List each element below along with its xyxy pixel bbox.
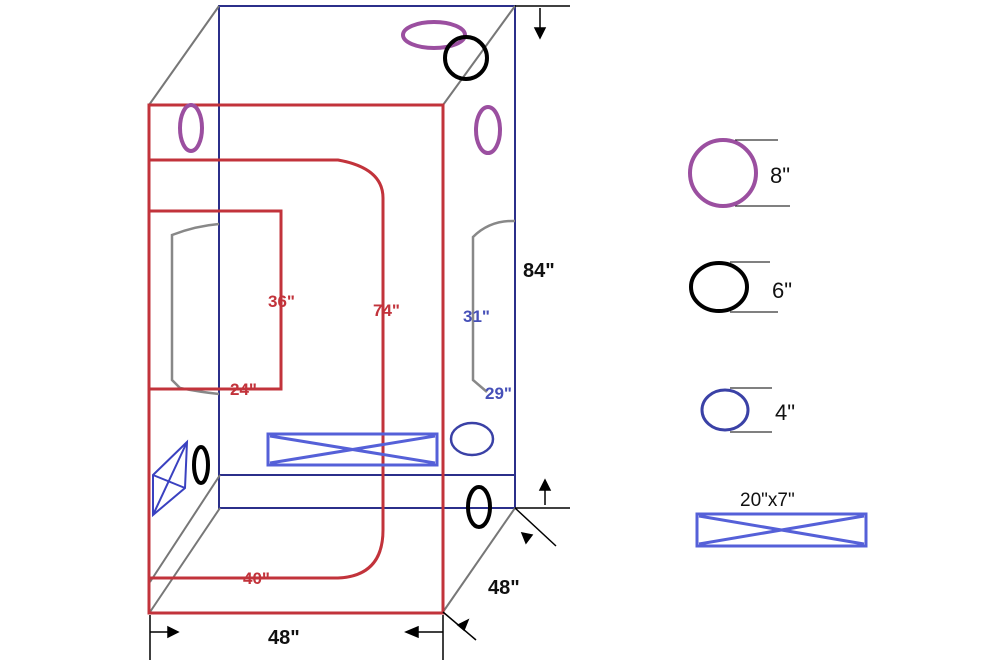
right-sleeve (471, 219, 516, 393)
svg-text:6": 6" (772, 278, 792, 303)
blue-circle-icon (700, 388, 750, 432)
height-label: 84" (523, 260, 555, 282)
svg-text:8": 8" (770, 163, 790, 188)
port-4in-side (449, 421, 495, 457)
legend-4in: 4" (700, 387, 795, 433)
vent-back (266, 432, 439, 467)
window-outline (147, 209, 283, 391)
left-sleeve (170, 222, 220, 396)
legend-vent: 20"x7" (695, 490, 868, 548)
window-height-label: 36" (268, 292, 295, 311)
purple-circle-icon (688, 138, 758, 208)
port-8in-side (474, 105, 502, 155)
vent-side (152, 439, 189, 518)
front-frame (147, 103, 445, 615)
port-6in-front (192, 445, 210, 485)
back-frame (218, 5, 516, 509)
legend: 8" 6" 4" 20"x7" (688, 138, 868, 548)
width-label: 48" (268, 627, 300, 649)
port-8in-front (178, 103, 204, 153)
depth-edges (148, 5, 516, 613)
door-outline (149, 158, 385, 580)
side-window-height-label: 31" (463, 307, 490, 326)
door-width-label: 40" (243, 569, 270, 588)
window-width-label: 24" (230, 380, 257, 399)
black-circle-icon (689, 261, 749, 313)
svg-text:4": 4" (775, 400, 795, 425)
svg-text:20"x7": 20"x7" (740, 490, 795, 511)
port-8in-top (401, 20, 467, 50)
legend-8in: 8" (688, 138, 790, 208)
vent-rectangle-icon (695, 512, 868, 548)
dimension-arrows (149, 5, 570, 660)
door-height-label: 74" (373, 301, 400, 320)
port-6in-side (466, 485, 492, 529)
side-window-width-label: 29" (485, 384, 512, 403)
depth-label: 48" (488, 577, 520, 599)
port-6in-top (443, 35, 489, 81)
legend-6in: 6" (689, 261, 792, 313)
